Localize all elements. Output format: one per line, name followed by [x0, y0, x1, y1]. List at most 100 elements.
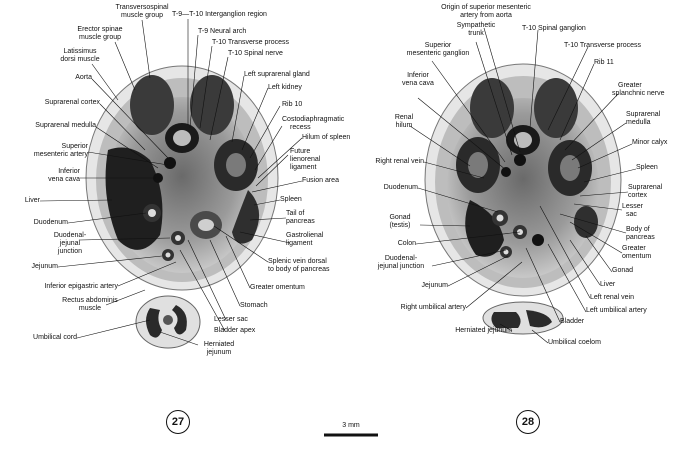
label-body-of: Body of [626, 226, 650, 233]
label-junction: junction [57, 248, 83, 255]
label-aorta: Aorta [75, 74, 92, 81]
label-duodenal-28: Duodenal- [384, 255, 418, 262]
label-t9-neural-arch: T-9 Neural arch [198, 28, 247, 35]
label-inferior-28: Inferior [407, 72, 429, 79]
label-left-suprarenal-gland: Left suprarenal gland [244, 71, 310, 78]
label-omentum: omentum [622, 253, 652, 260]
section-28-image [424, 63, 622, 335]
label-t10-spinal-ganglion: T-10 Spinal ganglion [522, 25, 586, 32]
label-hilum-of-spleen: Hilum of spleen [302, 134, 351, 141]
label-spleen: Spleen [280, 196, 302, 203]
label-left-kidney: Left kidney [268, 84, 302, 91]
label-vena-cava-28: vena cava [402, 80, 434, 87]
label-rib-10: Rib 10 [282, 101, 303, 108]
label-spleen-28: Spleen [636, 164, 658, 171]
label-testis: (testis) [389, 222, 411, 229]
label-trunk: trunk [468, 30, 484, 37]
label-vena-cava: vena cava [48, 176, 80, 183]
label-transversospinal: Transversospinal [115, 4, 169, 11]
label-future: Future [290, 148, 311, 155]
label-bladder: Bladder [560, 318, 585, 325]
label-superior-mesenteric-ganglion: mesenteric ganglion [406, 50, 470, 57]
label-jejunum: Jejunum [31, 263, 58, 270]
label-gonad-testis: Gonad [389, 214, 411, 221]
label-liver: Liver [24, 197, 40, 204]
leader-lines-27 [39, 19, 303, 346]
label-suprarenal-28: Suprarenal [626, 111, 661, 118]
label-left-umbilical-artery: Left umbilical artery [586, 307, 647, 314]
label-inferior: Inferior [58, 168, 80, 175]
label-duodenum: Duodenum [33, 219, 68, 226]
label-suprarenal-medulla: Suprarenal medulla [35, 122, 96, 129]
label-origin-sma-2: artery from aorta [460, 12, 512, 19]
label-cortex: cortex [628, 192, 648, 199]
label-greater-omentum: Greater omentum [250, 284, 305, 291]
label-splenic-vein: Splenic vein dorsal [268, 258, 327, 265]
label-erector-spinae-2: muscle group [78, 34, 122, 41]
panel-number-28: 28 [516, 410, 540, 434]
label-splanchnic-nerve: splanchnic nerve [612, 90, 665, 97]
label-rib-11: Rib 11 [594, 59, 614, 66]
label-lesser-sac: Lesser sac [214, 316, 248, 323]
label-gastrolienal: Gastrolienal [286, 232, 324, 239]
label-right-umbilical-artery: Right umbilical artery [400, 304, 466, 311]
label-jejunum-28: Jejunum [421, 282, 448, 289]
label-latissimus-2: dorsi muscle [60, 56, 100, 63]
label-suprarenal-cortex: Suprarenal cortex [44, 99, 100, 106]
label-fusion-area: Fusion area [302, 177, 339, 184]
label-right-renal-vein: Right renal vein [375, 158, 424, 165]
label-t10-transverse-process: T-10 Transverse process [212, 39, 290, 46]
label-gonad-28: Gonad [612, 267, 634, 274]
label-t10-transverse-28: T-10 Transverse process [564, 42, 642, 49]
label-duodenal: Duodenal- [53, 232, 87, 239]
label-superior-28: Superior [424, 42, 452, 49]
label-greater-28: Greater [622, 245, 646, 252]
label-lienorenal: lienorenal [290, 156, 321, 163]
label-left-renal-vein: Left renal vein [590, 294, 634, 301]
label-rectus-abdominis: Rectus abdominis [62, 297, 118, 304]
label-to-body-of-pancreas: to body of pancreas [268, 266, 330, 273]
label-minor-calyx: Minor calyx [632, 139, 668, 146]
label-stomach: Stomach [240, 302, 268, 309]
scale-bar-label: 3 mm [342, 422, 360, 429]
label-liver-28: Liver [600, 281, 616, 288]
label-recess: recess [290, 124, 311, 131]
label-tail-of: Tail of [286, 210, 305, 217]
label-inferior-epigastric-artery: Inferior epigastric artery [44, 283, 118, 290]
leader-lines-28 [409, 27, 637, 344]
label-sac: sac [626, 211, 637, 218]
label-pancreas: pancreas [286, 218, 315, 225]
label-t9-t10-interganglion: T-9—T-10 Interganglion region [172, 11, 267, 18]
label-umbilical-cord: Umbilical cord [33, 334, 77, 341]
label-superior: Superior [61, 143, 88, 150]
label-transversospinal-2: muscle group [120, 12, 164, 19]
label-ligament: ligament [290, 164, 317, 171]
panel-number-27: 27 [166, 410, 190, 434]
label-costodiaphragmatic: Costodiaphragmatic [282, 116, 345, 123]
label-latissimus: Latissimus [63, 48, 97, 55]
label-jejunal-junction: jejunal junction [377, 263, 425, 270]
label-duodenum-28: Duodenum [383, 184, 418, 191]
label-suprarenal-2: Suprarenal [628, 184, 663, 191]
label-herniated-jejunum: Herniated jejunum [455, 327, 512, 334]
label-renal: Renal [394, 114, 414, 121]
label-jejunum-herniated: jejunum [206, 349, 232, 356]
label-hilum: hilum [395, 122, 413, 129]
label-bladder-apex: Bladder apex [214, 327, 256, 334]
label-origin-sma: Origin of superior mesenteric [441, 4, 531, 11]
label-colon: Colon [397, 240, 416, 247]
label-sympathetic: Sympathetic [456, 22, 496, 29]
label-umbilical-coelom: Umbilical coelom [548, 339, 601, 346]
label-pancreas-28: pancreas [626, 234, 655, 241]
label-greater: Greater [618, 82, 642, 89]
label-jejunal: jejunal [59, 240, 81, 247]
label-lesser: Lesser [622, 203, 644, 210]
label-herniated: Herniated [203, 341, 235, 348]
label-erector-spinae: Erector spinae [77, 26, 123, 33]
label-muscle: muscle [78, 305, 102, 312]
label-superior-mesenteric-artery: mesenteric artery [33, 151, 88, 158]
label-t10-spinal-nerve: T-10 Spinal nerve [228, 50, 283, 57]
label-medulla: medulla [626, 119, 651, 126]
